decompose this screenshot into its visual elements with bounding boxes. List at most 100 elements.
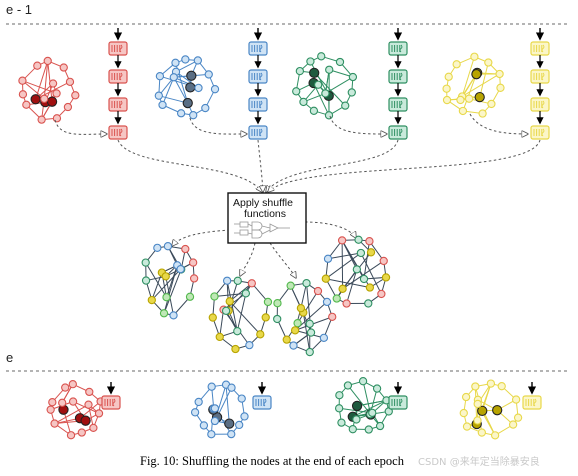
graph-node (233, 276, 242, 285)
graph-node (495, 69, 504, 79)
graph-node (305, 347, 314, 357)
graph-node (68, 397, 78, 406)
graph-node (43, 56, 52, 66)
graph-node (321, 89, 330, 98)
batch-block (248, 41, 268, 56)
graph-node (459, 408, 468, 418)
graph-node (364, 425, 373, 434)
graph-edge (225, 384, 230, 424)
graph-node (169, 311, 178, 320)
shuffle-functions-box: Apply shuffle functions (227, 192, 307, 244)
graph-node (328, 312, 337, 321)
graph-node (194, 397, 203, 407)
graph-node (364, 299, 373, 308)
graph-edge (228, 280, 239, 311)
graph-node (314, 80, 323, 89)
graph-node (141, 258, 150, 267)
shuffle-box-line1: Apply shuffle (233, 197, 293, 209)
graph-node (347, 88, 356, 97)
graph-edge (229, 282, 253, 302)
edge-yellow-graph-to-pipeline (469, 113, 528, 134)
graph-node (169, 73, 178, 82)
graph-edge (327, 252, 361, 260)
graph-node (221, 306, 231, 315)
graph-edge (300, 283, 308, 309)
graph-node (458, 106, 468, 116)
batch-block (530, 69, 550, 84)
graph-node (235, 420, 244, 430)
edge-red-graph-to-pipeline (54, 119, 107, 134)
graph-node (487, 99, 496, 109)
graph-node (94, 409, 104, 418)
graph-node (162, 293, 171, 302)
graph-node (462, 422, 472, 431)
graph-node (290, 326, 300, 335)
previous-epoch-graphs (18, 52, 505, 124)
graph-node (71, 91, 80, 100)
graph-node (456, 95, 465, 105)
graph-node (256, 330, 265, 339)
graph-edge (22, 80, 57, 94)
shuffle-box-line2: functions (244, 208, 286, 220)
graph-blue-previous (154, 55, 220, 120)
graph-node (452, 60, 461, 69)
graph-node (348, 72, 358, 82)
graph-node (348, 425, 357, 434)
graph-green-previous (292, 52, 358, 120)
batch-block (252, 395, 272, 410)
graph-node (319, 333, 329, 342)
graph-node (208, 313, 217, 322)
graph-node (141, 276, 151, 285)
graph-node (338, 284, 347, 293)
graph-node (292, 87, 301, 96)
batch-block (522, 395, 542, 410)
graph-node (233, 327, 242, 336)
graph-edge (54, 404, 89, 424)
batch-block (108, 125, 128, 140)
graph-node (379, 256, 388, 266)
graph-red-previous (18, 56, 80, 124)
graph-node (224, 418, 235, 429)
graph-node (323, 254, 333, 263)
graph-node (225, 297, 234, 306)
graph-node (176, 109, 186, 118)
batch-block (388, 41, 408, 56)
graph-node (201, 103, 210, 113)
graph-node (189, 274, 199, 283)
graph-node (365, 237, 374, 246)
graph-node (241, 289, 251, 298)
graph-node (337, 236, 347, 245)
graph-node (337, 418, 346, 427)
graph-node (273, 314, 282, 324)
graph-node (154, 91, 163, 100)
graph-node (496, 83, 505, 92)
shuffled-graph-3 (273, 279, 337, 357)
graph-node (84, 400, 93, 409)
graph-node (207, 382, 216, 391)
batch-block (388, 69, 408, 84)
graph-node (343, 381, 353, 390)
edge-shuffle-to-graph1 (172, 229, 231, 246)
graph-edge (461, 73, 500, 97)
graph-node (59, 63, 68, 72)
graph-node (204, 70, 213, 79)
graph-node (341, 101, 350, 110)
batch-block (108, 69, 128, 84)
graph-edge (313, 82, 330, 116)
graph-node (342, 299, 351, 308)
graph-yellow-previous (442, 52, 505, 118)
graph-node (237, 394, 246, 403)
graph-node (335, 391, 344, 400)
graph-node (176, 264, 185, 274)
graph-edge (229, 300, 261, 335)
graph-node (61, 383, 70, 392)
graph-node (273, 299, 282, 308)
graph-node (305, 319, 314, 328)
pipeline-green-current (388, 382, 408, 410)
graph-node (470, 52, 479, 61)
graph-edge (214, 292, 246, 297)
graph-node (322, 297, 332, 307)
batch-block (530, 97, 550, 112)
graph-node (58, 398, 67, 407)
graph-edge (145, 262, 167, 298)
